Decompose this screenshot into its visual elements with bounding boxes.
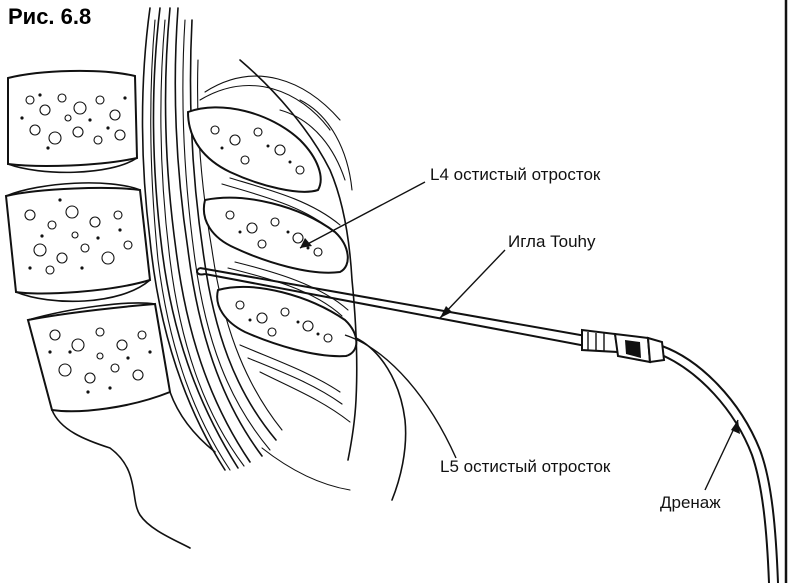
spinal-canal (141, 7, 283, 471)
ligament-lines (199, 75, 353, 423)
spinous-process-upper (186, 106, 322, 193)
needle-hub (581, 328, 666, 364)
bone-texture (20, 93, 152, 394)
skin-outline (239, 59, 407, 501)
drain-catheter (661, 345, 779, 583)
spinous-process-l4 (202, 196, 349, 274)
leader-l5 (344, 334, 457, 459)
label-l4-spinous-process: L4 остистый отросток (430, 165, 601, 184)
spinous-process-l5 (216, 286, 358, 358)
label-drain: Дренаж (660, 493, 721, 512)
label-touhy-needle: Игла Touhy (508, 232, 596, 251)
vertebral-body-3 (26, 302, 172, 413)
label-l5-spinous-process: L5 остистый отросток (440, 457, 611, 476)
leader-needle (439, 249, 506, 319)
touhy-needle (196, 267, 587, 347)
spinous-processes (186, 106, 358, 358)
leader-lines (299, 181, 740, 491)
figure-title: Рис. 6.8 (8, 4, 91, 29)
vertebral-body-1 (7, 69, 139, 167)
leader-l4 (299, 181, 426, 249)
leader-drain (704, 419, 739, 491)
